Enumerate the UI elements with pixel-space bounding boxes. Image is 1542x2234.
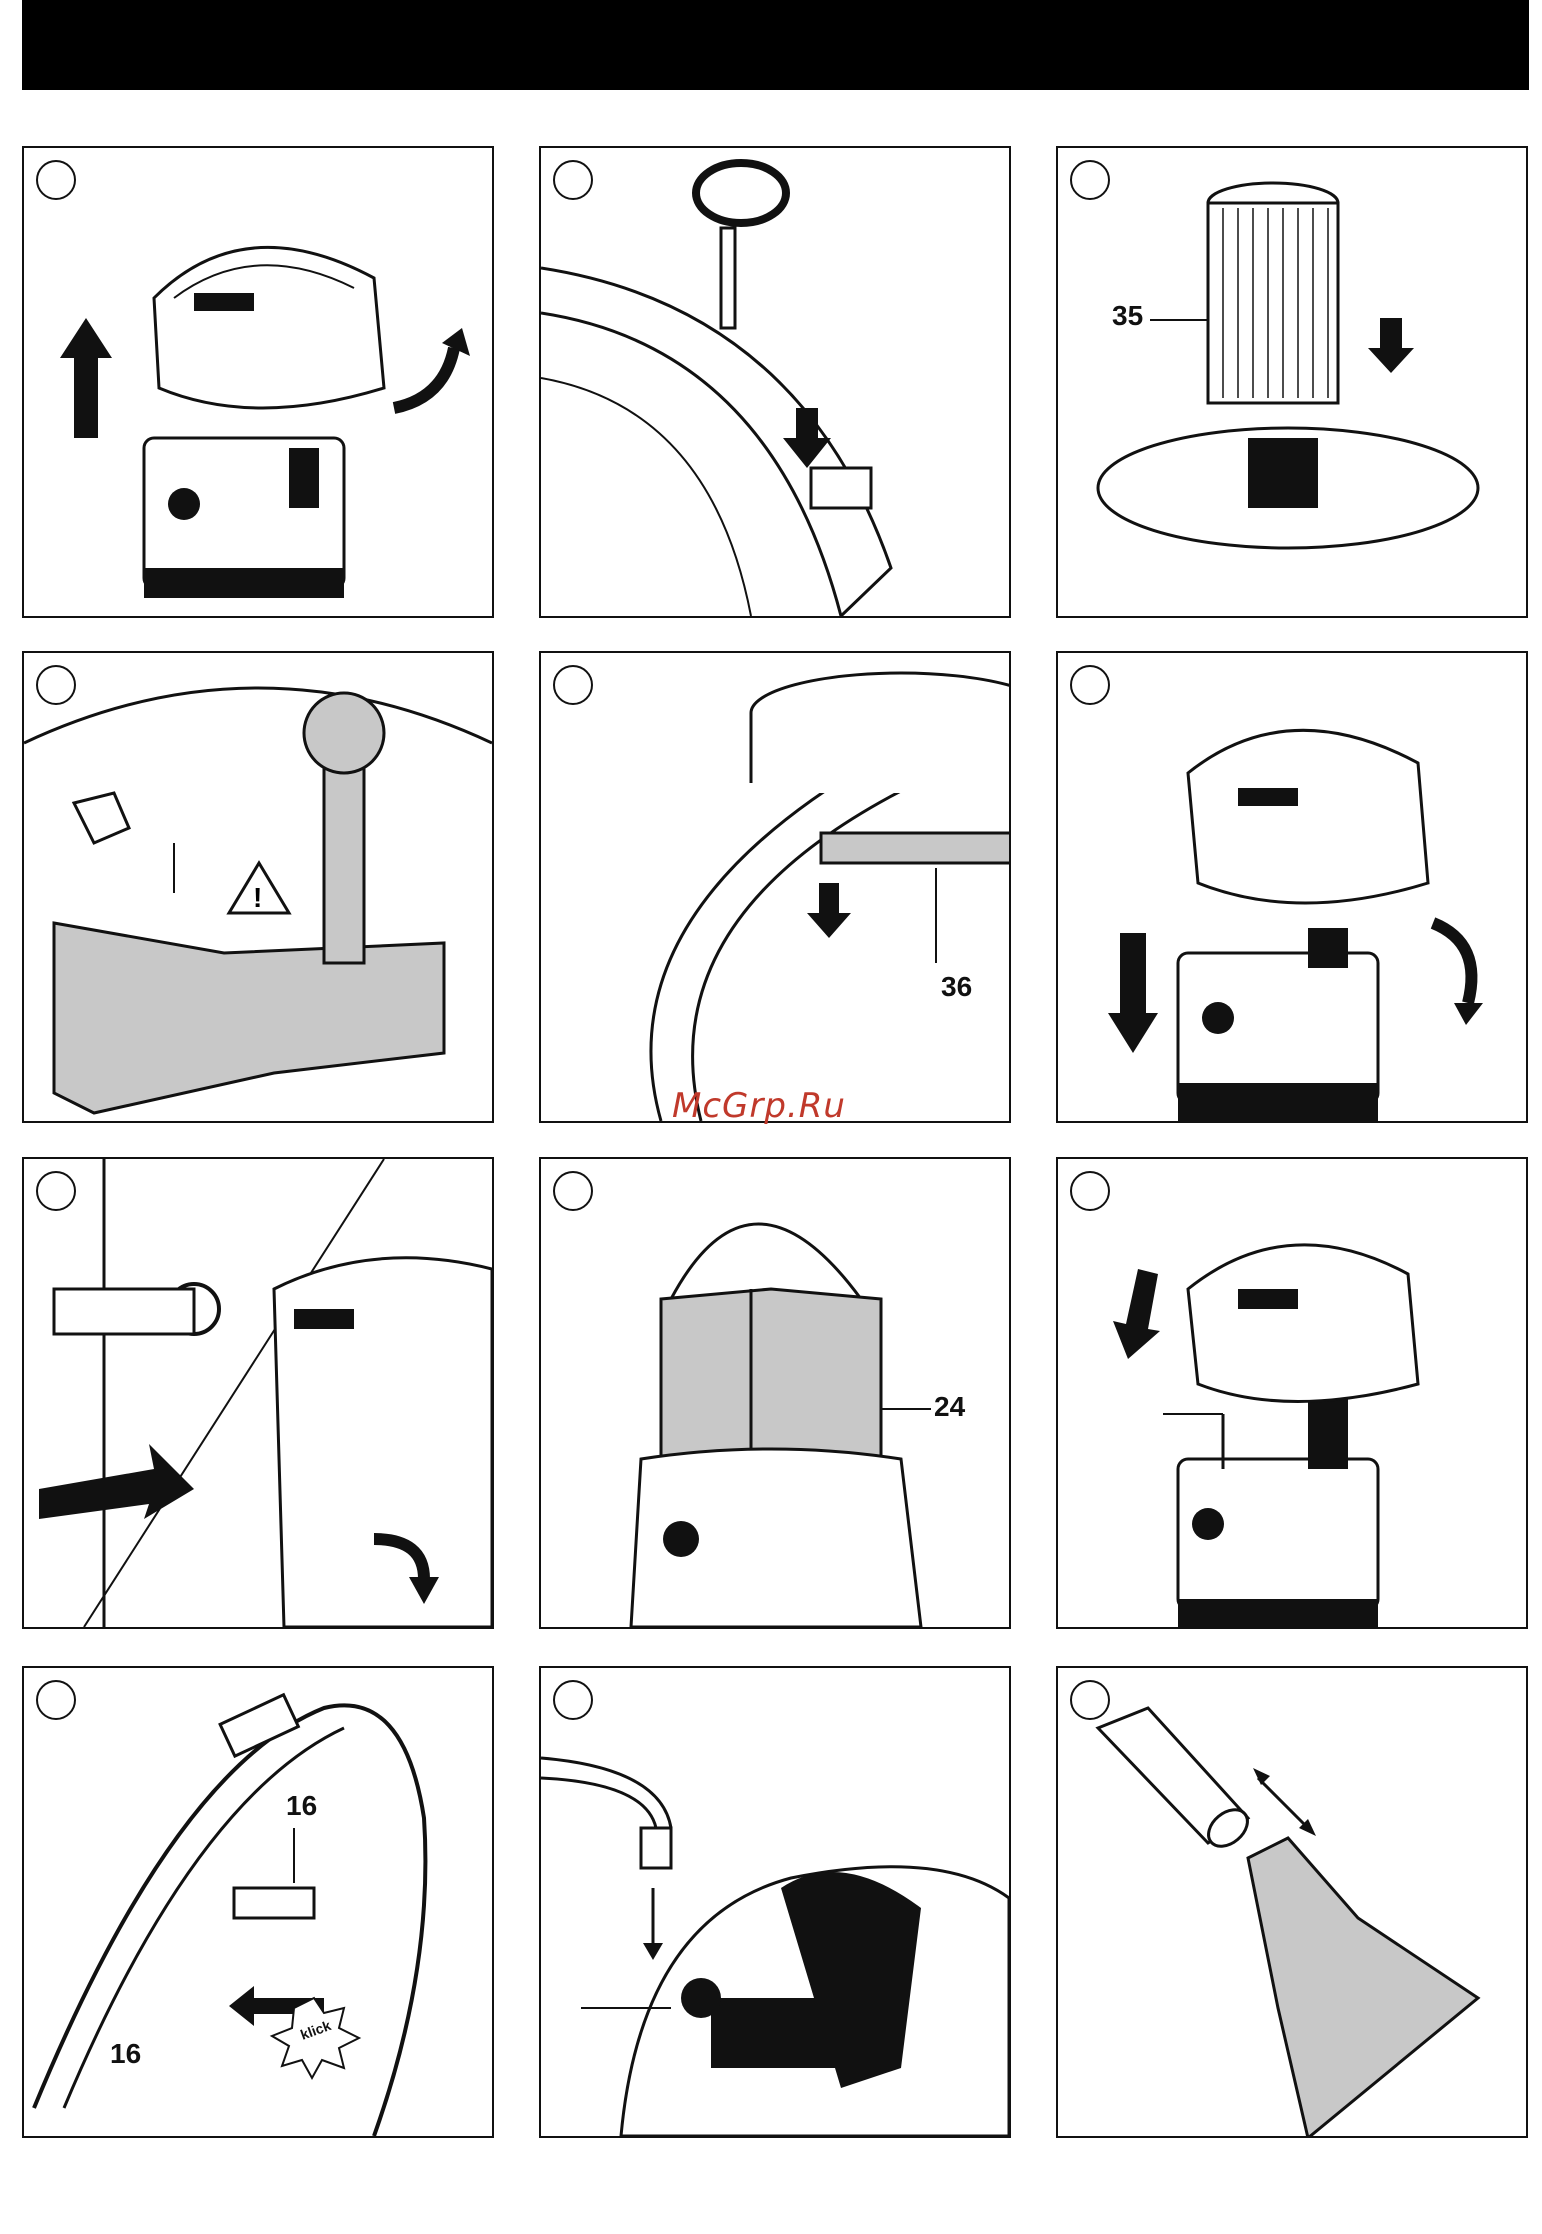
panel-8: 24 (539, 1157, 1011, 1629)
curved-arrow-icon (373, 1533, 439, 1604)
panel-9 (1056, 1157, 1528, 1629)
replace-head-illustration (1108, 728, 1483, 1121)
illustration-grid: 35 (22, 146, 1529, 2138)
curved-arrow-icon (1430, 917, 1483, 1025)
lift-head-illustration (60, 245, 470, 598)
detergent-tank-illustration: ! (24, 686, 492, 1115)
step-number-circle (36, 1680, 76, 1720)
double-arrow-icon (1253, 1768, 1316, 1836)
part-label-16-top: 16 (286, 1790, 318, 1821)
mount-head-illustration (1113, 1243, 1420, 1627)
filter-cartridge-illustration (1096, 181, 1480, 550)
panel-11 (539, 1666, 1011, 2138)
step-number-circle (36, 665, 76, 705)
panel-12 (1056, 1666, 1528, 2138)
panel-2 (539, 146, 1011, 618)
step-number-circle (553, 1171, 593, 1211)
down-arrow-icon (783, 408, 831, 468)
hose-connection-illustration (39, 1159, 492, 1627)
pump-connector-illustration (541, 1756, 1009, 2136)
panel-3: 35 (1056, 146, 1528, 618)
step-number-circle (1070, 160, 1110, 200)
down-arrow-icon (1113, 1269, 1160, 1359)
panel-4: ! (22, 651, 494, 1123)
step-number-circle (1070, 1171, 1110, 1211)
panel-10: 16 16 klick (22, 1666, 494, 2138)
float-valve-illustration (541, 159, 893, 616)
panel-7 (22, 1157, 494, 1629)
panel-6 (1056, 651, 1528, 1123)
panel-5: 36 (539, 651, 1011, 1123)
step-number-circle (553, 160, 593, 200)
down-arrow-icon (807, 883, 851, 938)
down-arrow-icon (1108, 933, 1158, 1053)
part-label-35: 35 (1112, 300, 1144, 331)
step-number-circle (36, 160, 76, 200)
spray-hose-illustration (32, 1692, 428, 2136)
left-arrow-icon (229, 1986, 324, 2026)
down-arrow-icon (643, 1888, 663, 1960)
header-bar (22, 0, 1529, 90)
down-arrow-icon (1368, 318, 1414, 373)
warning-triangle-icon: ! (226, 860, 292, 915)
step-number-circle (36, 1171, 76, 1211)
svg-text:!: ! (253, 882, 262, 913)
upholstery-nozzle-illustration (1095, 1706, 1481, 2136)
panel-1 (22, 146, 494, 618)
klick-badge (269, 1996, 362, 2081)
part-label-24: 24 (934, 1391, 966, 1422)
spray-tank-illustration (629, 1222, 931, 1627)
up-arrow-icon (60, 318, 112, 438)
watermark-text: McGrp.Ru (672, 1086, 846, 1126)
part-label-36: 36 (941, 971, 973, 1002)
right-arrow-icon (39, 1444, 194, 1519)
curved-arrow-icon (392, 328, 470, 414)
step-number-circle (1070, 1680, 1110, 1720)
step-number-circle (553, 665, 593, 705)
step-number-circle (1070, 665, 1110, 705)
float-seat-illustration (649, 671, 1009, 1121)
step-number-circle (553, 1680, 593, 1720)
part-label-16-bottom: 16 (110, 2038, 142, 2069)
